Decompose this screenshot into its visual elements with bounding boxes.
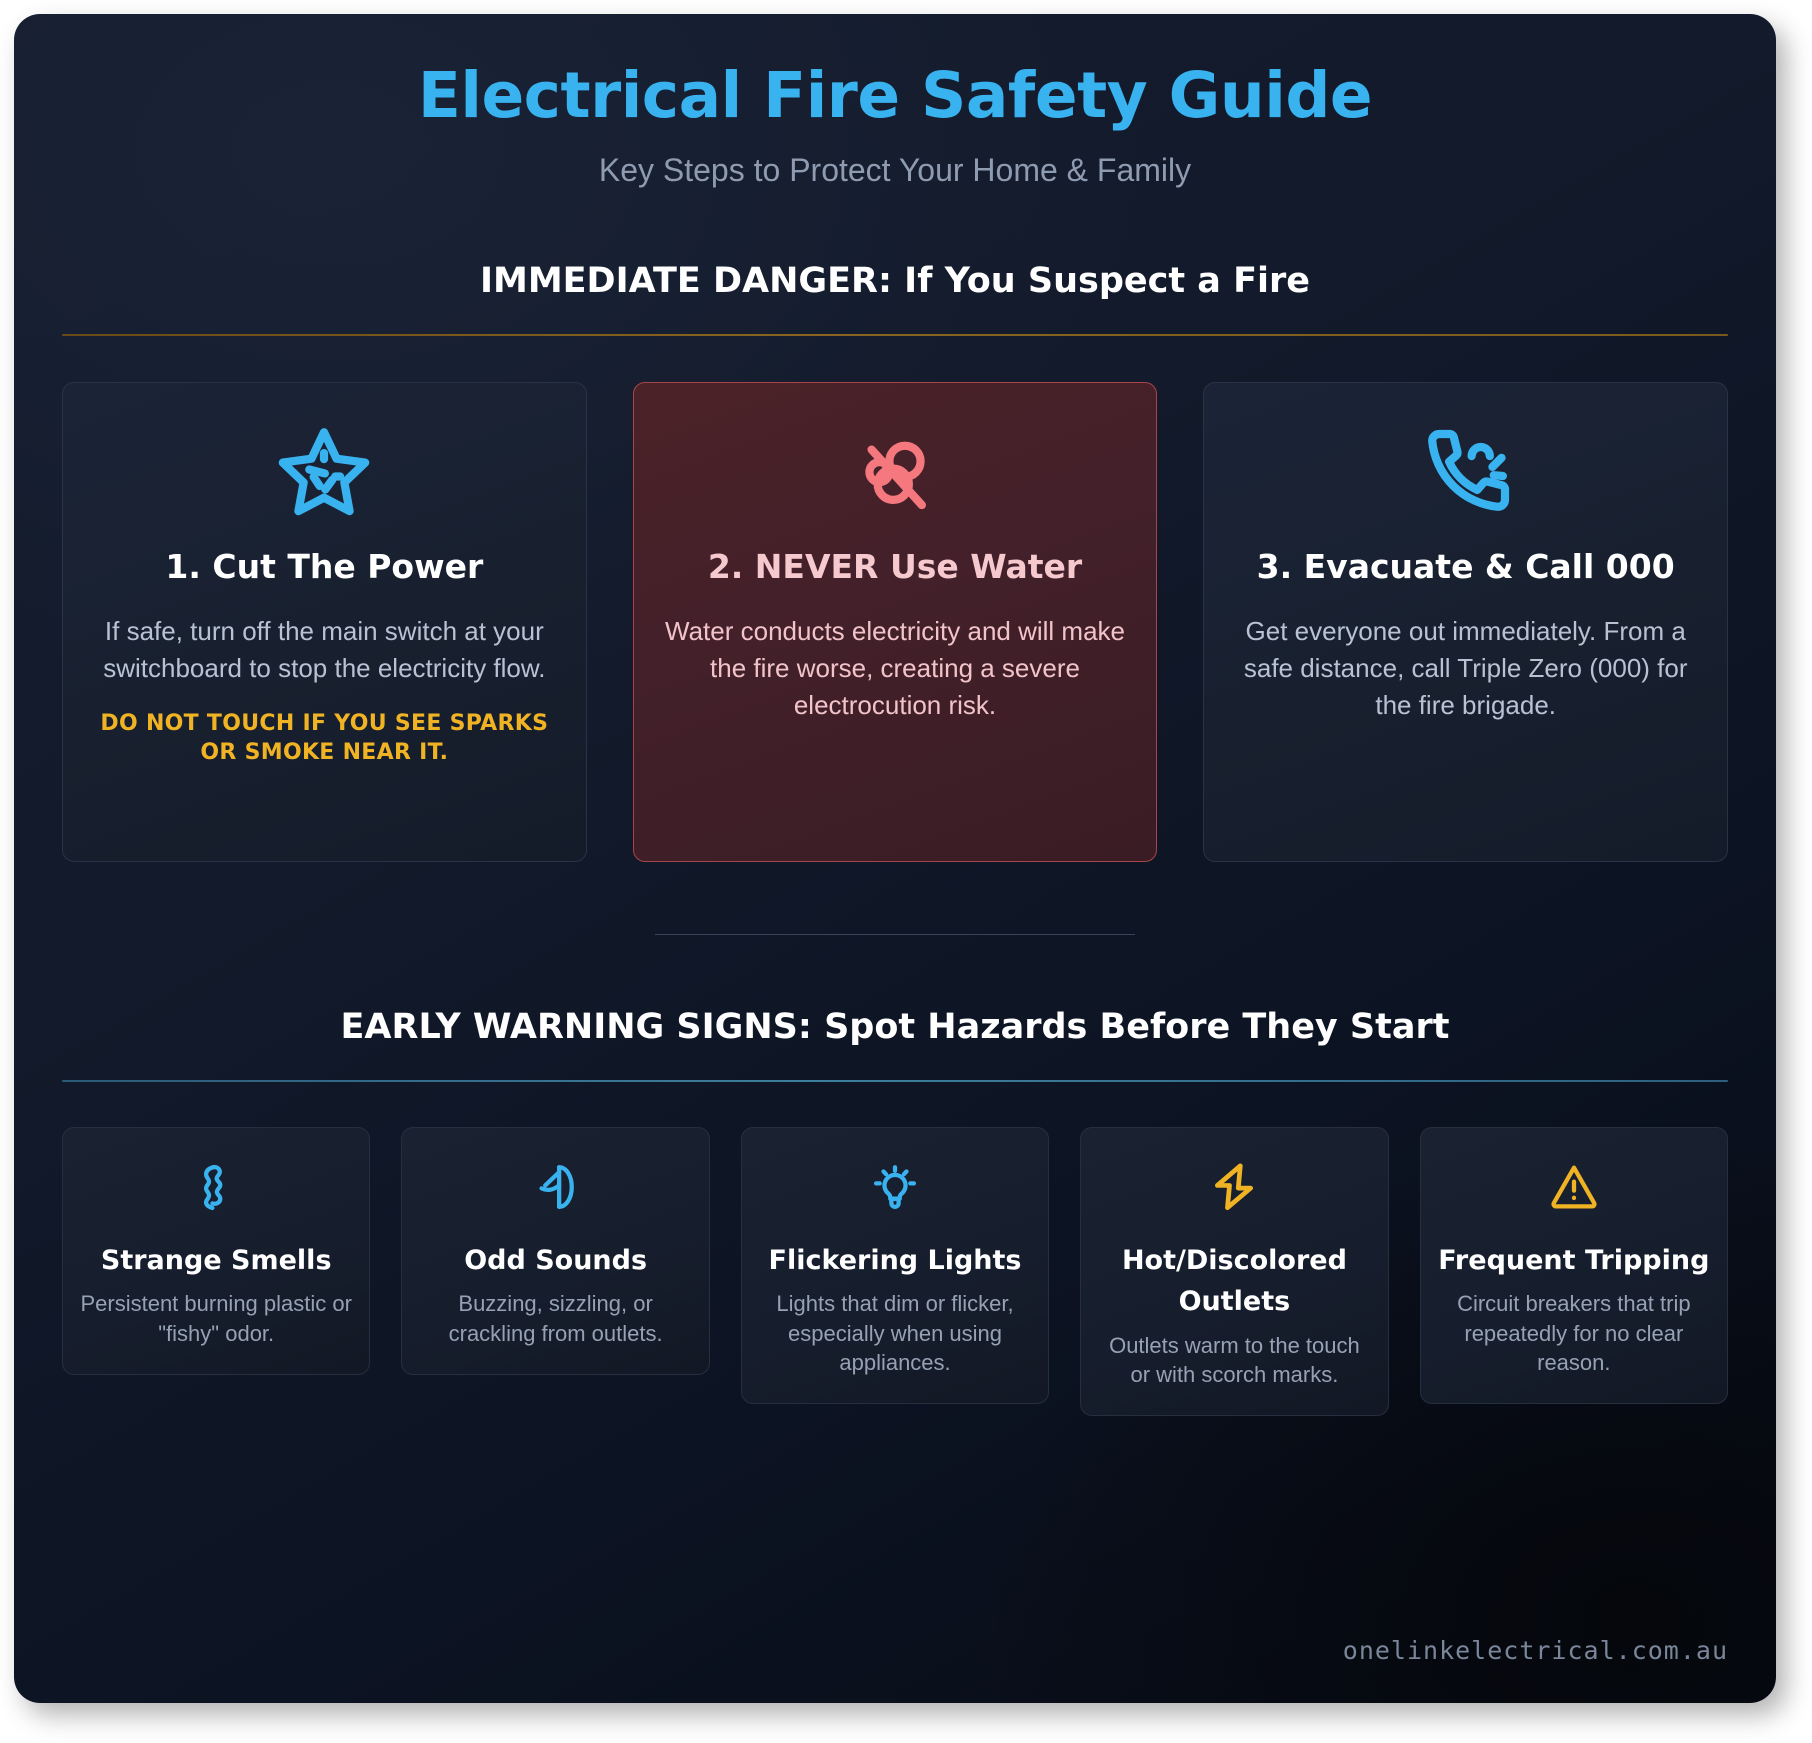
sign-card-title: Flickering Lights <box>768 1245 1022 1277</box>
sign-card-body: Lights that dim or flicker, especially w… <box>776 1291 1014 1375</box>
danger-card-body: Water conducts electricity and will make… <box>665 616 1125 721</box>
smell-wave-icon <box>79 1156 353 1218</box>
sign-card-odd-sounds[interactable]: Odd Sounds Buzzing, sizzling, or crackli… <box>401 1127 710 1375</box>
phone-call-icon <box>1234 423 1697 523</box>
mid-divider <box>655 934 1135 936</box>
danger-card-title: 2. NEVER Use Water <box>707 547 1083 587</box>
danger-card-warning: DO NOT TOUCH IF YOU SEE SPARKS OR SMOKE … <box>100 711 549 766</box>
danger-card-title: 3. Evacuate & Call 000 <box>1256 547 1675 587</box>
lightbulb-icon <box>758 1156 1032 1218</box>
sign-card-flickering-lights[interactable]: Flickering Lights Lights that dim or fli… <box>740 1127 1050 1404</box>
danger-card-evacuate-call[interactable]: 3. Evacuate & Call 000 Get everyone out … <box>1203 382 1729 863</box>
sign-card-body: Outlets warm to the touch or with scorch… <box>1109 1332 1360 1387</box>
mid-divider-wrapper <box>62 934 1728 936</box>
danger-card-body: If safe, turn off the main switch at you… <box>103 616 546 684</box>
sign-card-title: Hot/Discolored Outlets <box>1121 1245 1347 1318</box>
section-title-early-warning-signs: EARLY WARNING SIGNS: Spot Hazards Before… <box>340 1007 1450 1048</box>
warning-triangle-icon <box>1437 1156 1711 1218</box>
star-icon <box>93 423 556 523</box>
danger-cards-row: 1. Cut The Power If safe, turn off the m… <box>62 382 1729 863</box>
sign-card-frequent-tripping[interactable]: Frequent Tripping Circuit breakers that … <box>1419 1127 1729 1404</box>
sign-card-body: Circuit breakers that trip repeatedly fo… <box>1457 1291 1691 1375</box>
lightning-bolt-icon <box>1097 1156 1371 1218</box>
danger-card-cut-power[interactable]: 1. Cut The Power If safe, turn off the m… <box>62 382 587 863</box>
sign-card-body: Persistent burning plastic or "fishy" od… <box>80 1291 352 1346</box>
page-subtitle: Key Steps to Protect Your Home & Family <box>598 152 1192 189</box>
sign-card-hot-discolored-outlets[interactable]: Hot/Discolored Outlets Outlets warm to t… <box>1080 1127 1389 1416</box>
section-rule-blue <box>62 1080 1728 1083</box>
danger-card-title: 1. Cut The Power <box>165 547 484 587</box>
sign-card-title: Frequent Tripping <box>1438 1245 1710 1277</box>
infographic-poster: Electrical Fire Safety Guide Key Steps t… <box>14 14 1776 1703</box>
sign-card-body: Buzzing, sizzling, or crackling from out… <box>448 1291 663 1346</box>
warning-signs-row: Strange Smells Persistent burning plasti… <box>62 1127 1729 1416</box>
page-title: Electrical Fire Safety Guide <box>417 59 1373 132</box>
section-title-immediate-danger: IMMEDIATE DANGER: If You Suspect a Fire <box>479 261 1311 302</box>
no-water-icon <box>664 423 1127 523</box>
sound-wave-icon <box>418 1156 692 1218</box>
footer-watermark: onelinkelectrical.com.au <box>1342 1636 1728 1665</box>
danger-card-never-use-water[interactable]: 2. NEVER Use Water Water conducts electr… <box>632 382 1158 863</box>
sign-card-strange-smells[interactable]: Strange Smells Persistent burning plasti… <box>62 1127 371 1375</box>
sign-card-title: Odd Sounds <box>464 1245 648 1277</box>
section-rule-amber <box>62 334 1728 337</box>
sign-card-title: Strange Smells <box>100 1245 332 1277</box>
danger-card-body: Get everyone out immediately. From a saf… <box>1243 616 1688 721</box>
